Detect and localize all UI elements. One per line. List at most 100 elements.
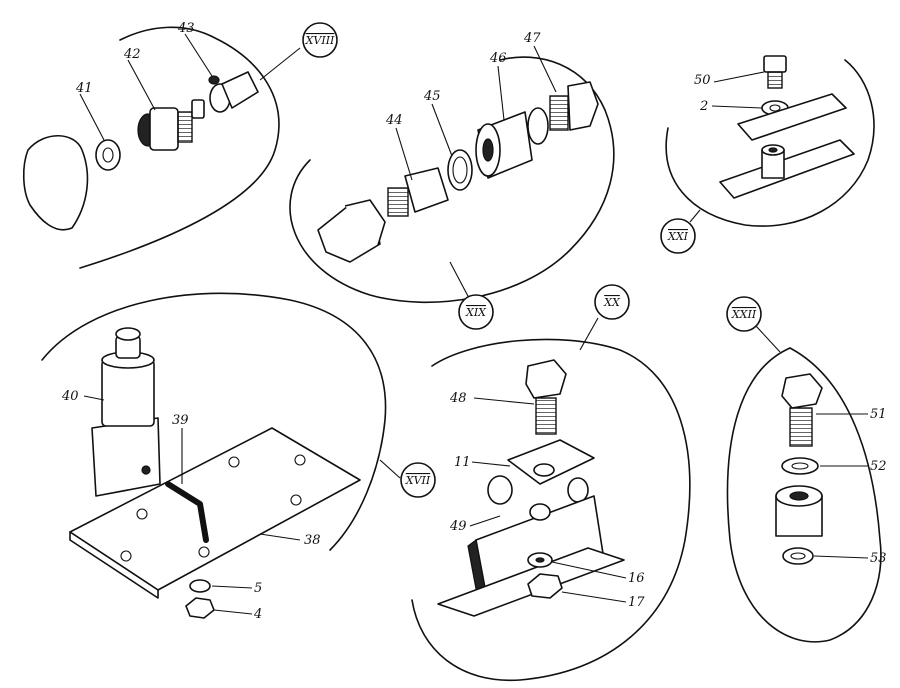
part-45-hole <box>452 156 468 184</box>
leader-5 <box>211 585 253 589</box>
callout-5: 5 <box>254 581 262 596</box>
leader-41 <box>79 93 105 141</box>
part-5-washer <box>189 579 211 593</box>
callout-48: 48 <box>449 391 467 406</box>
view-xix-group: XIX 44 45 46 47 <box>289 31 615 330</box>
view-xxi-bubble <box>660 218 696 254</box>
part-53-hole <box>790 552 806 560</box>
view-xviii-outline <box>79 26 280 269</box>
view-xvii-group: XVII 40 39 <box>41 292 436 622</box>
leader-11 <box>471 461 511 467</box>
view-xvii-label: XVII <box>405 474 431 487</box>
part-hex-cap <box>317 199 386 263</box>
part-spacer-sleeve <box>775 485 823 537</box>
callout-47: 47 <box>523 31 541 46</box>
plate-upper <box>737 93 847 141</box>
leader-42 <box>127 59 156 111</box>
leader-50 <box>713 71 765 83</box>
part-52-washer <box>781 457 819 475</box>
part-43-nozzle <box>208 71 259 113</box>
part-16-hole <box>535 557 545 563</box>
callout-16: 16 <box>628 571 645 586</box>
callout-4: 4 <box>253 607 262 622</box>
view-xix-leader <box>449 261 471 301</box>
part-53-washer <box>782 547 814 565</box>
view-xxi-label: XXI <box>667 230 689 243</box>
view-xviii-leader <box>259 47 301 81</box>
part-spacer <box>761 144 785 179</box>
leader-17 <box>561 591 627 603</box>
leader-44 <box>395 127 413 181</box>
view-xxi-group: XXI 50 2 <box>660 55 875 254</box>
view-xix-bubble <box>458 294 494 330</box>
leader-4 <box>213 609 253 615</box>
part-52-hole <box>791 462 809 470</box>
part-40-valve-block <box>91 327 161 497</box>
leader-46 <box>497 65 505 121</box>
view-xxii-group: XXII 51 52 53 <box>726 296 887 643</box>
view-xix-label: XIX <box>465 306 487 319</box>
part-46-nut <box>475 111 533 179</box>
callout-41: 41 <box>75 81 93 96</box>
part-39-tube <box>165 481 209 543</box>
callout-11: 11 <box>454 455 471 470</box>
leader-53 <box>813 555 869 559</box>
view-xviii-group: XVIII 41 42 43 <box>22 21 338 269</box>
view-xviii-bubble <box>302 22 338 58</box>
view-xx-leader <box>579 317 599 351</box>
leader-40 <box>83 395 105 401</box>
view-xvii-bubble <box>400 462 436 498</box>
part-11-clamp <box>487 439 595 505</box>
panel-cutaway <box>22 135 89 231</box>
view-xxii-label: XXII <box>731 308 757 321</box>
part-42-fitting <box>137 99 205 151</box>
leader-2 <box>711 105 763 109</box>
part-47-cap <box>527 81 599 145</box>
callout-53: 53 <box>870 551 887 566</box>
view-xx-label: XX <box>603 296 621 309</box>
callout-40: 40 <box>61 389 79 404</box>
view-xx-bubble <box>594 284 630 320</box>
part-45-ring <box>447 149 473 191</box>
leader-48 <box>473 397 535 405</box>
part-2-hole <box>769 104 781 112</box>
callout-42: 42 <box>123 47 141 62</box>
part-50-bolt <box>763 55 787 89</box>
callout-2: 2 <box>699 99 708 114</box>
part-38-plate <box>69 427 361 599</box>
callout-43: 43 <box>177 21 195 36</box>
part-51-bolt <box>781 373 823 447</box>
leader-47 <box>533 45 557 93</box>
view-xxi-outline <box>665 59 875 227</box>
callout-38: 38 <box>304 533 321 548</box>
callout-50: 50 <box>694 73 711 88</box>
view-xxii-leader <box>755 325 781 353</box>
callout-46: 46 <box>489 51 507 66</box>
view-xvii-leader <box>379 459 401 479</box>
callout-17: 17 <box>628 595 645 610</box>
plate-lower <box>719 139 855 199</box>
view-xxii-bubble <box>726 296 762 332</box>
view-xxi-leader <box>689 209 701 223</box>
view-xvii-outline <box>41 292 387 551</box>
view-xviii-label: XVIII <box>305 34 335 47</box>
view-xx-group: XX 48 11 49 16 17 <box>411 284 691 682</box>
leader-49 <box>469 515 501 527</box>
part-41-washer <box>95 139 121 171</box>
callout-39: 39 <box>172 413 189 428</box>
part-4-nut <box>185 597 215 619</box>
part-44-union <box>387 167 449 217</box>
leader-45 <box>431 103 453 157</box>
leader-16 <box>551 561 627 579</box>
callout-52: 52 <box>870 459 887 474</box>
callout-51: 51 <box>870 407 887 422</box>
leader-38 <box>259 533 301 541</box>
callout-44: 44 <box>385 113 403 128</box>
leader-43 <box>184 33 213 77</box>
part-17-nut <box>527 573 563 599</box>
callout-45: 45 <box>423 89 441 104</box>
part-48-bolt <box>525 359 567 435</box>
view-xx-outline <box>411 338 691 682</box>
